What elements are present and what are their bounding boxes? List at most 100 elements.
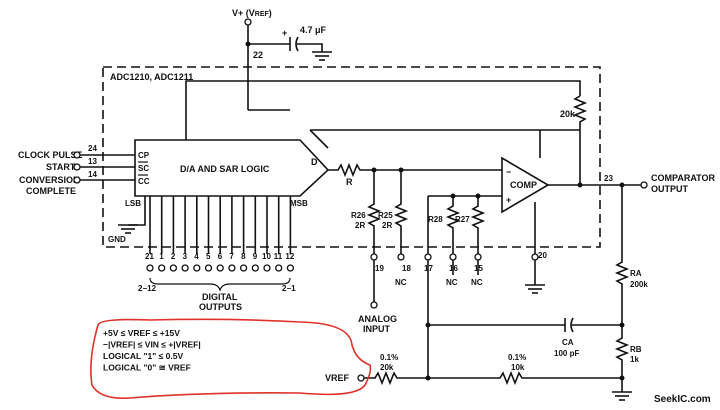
vref-label: VREF xyxy=(325,373,350,383)
supply-terminal xyxy=(244,18,252,26)
r25-value: 2R xyxy=(382,221,392,230)
ra-label: RA xyxy=(630,269,642,278)
comparator-plus: + xyxy=(506,195,511,205)
r26-resistor xyxy=(366,170,382,254)
supply-label: V+ (VREF) xyxy=(232,8,272,18)
feedback-resistor xyxy=(572,95,588,130)
supply-cap-plus: + xyxy=(282,28,287,38)
bit-pin-number: 21 xyxy=(145,252,154,261)
bit-low-label: 2−12 xyxy=(138,284,157,293)
bit-pin-terminal xyxy=(228,264,236,272)
r25-label: R25 xyxy=(378,211,393,220)
supply-pin-number: 22 xyxy=(253,50,263,60)
ca-value: 100 pF xyxy=(554,349,579,358)
r-resistor xyxy=(328,162,500,178)
ra-value: 200k xyxy=(630,280,648,289)
vref-terminal xyxy=(357,374,365,382)
comparator-output-label: COMPARATOR xyxy=(651,173,715,183)
bit-pin-number: 3 xyxy=(183,252,188,261)
watermark: SeekIC.com xyxy=(654,394,711,405)
bit-pin-terminal xyxy=(251,264,259,272)
bit-pin-terminal xyxy=(193,264,201,272)
supply-cap-value: 4.7 μF xyxy=(300,25,327,35)
rb-label: RB xyxy=(630,345,642,354)
r26-label: R26 xyxy=(351,211,366,220)
bit-pin-terminal xyxy=(263,264,271,272)
bit-pin-number: 7 xyxy=(229,252,234,261)
conditions-highlight xyxy=(90,318,372,400)
supply-cap-lead-2 xyxy=(297,43,323,52)
r-label: R xyxy=(346,177,353,187)
digital-outputs-label: DIGITAL xyxy=(202,292,238,302)
pin-18: 18 xyxy=(402,264,411,273)
svg-text:SC: SC xyxy=(138,164,149,173)
comparator-minus: − xyxy=(506,167,511,177)
bit-pin-terminal xyxy=(275,264,283,272)
svg-text:CONVERSION: CONVERSION xyxy=(19,175,80,185)
bit-pin-number: 1 xyxy=(159,252,164,261)
chip-boundary xyxy=(102,66,601,248)
chip-label: ADC1210, ADC1211 xyxy=(110,72,193,82)
bit-pin-terminal xyxy=(158,264,166,272)
msb-label: MSB xyxy=(290,199,308,208)
svg-text:CP: CP xyxy=(138,151,150,160)
dac-sar-block xyxy=(134,139,330,197)
svg-text:24: 24 xyxy=(88,144,97,153)
comparator-output-label-2: OUTPUT xyxy=(651,184,689,194)
pin-19: 19 xyxy=(375,264,384,273)
svg-text:COMPLETE: COMPLETE xyxy=(26,186,76,196)
pin-20: 20 xyxy=(538,251,547,260)
lsb-label: LSB xyxy=(125,199,141,208)
bit-pin-terminal xyxy=(216,264,224,272)
svg-text:START: START xyxy=(46,162,76,172)
comparator-label: COMP xyxy=(510,180,537,190)
svg-text:CLOCK PULSE: CLOCK PULSE xyxy=(18,150,83,160)
bit-pin-number: 2 xyxy=(171,252,176,261)
nc-15: NC xyxy=(471,278,483,287)
analog-input-label-2: INPUT xyxy=(363,324,391,334)
bit-pin-number: 6 xyxy=(218,252,223,261)
bit-pin-terminal xyxy=(181,264,189,272)
rb-resistor xyxy=(614,325,630,392)
vref-res-value: 20k xyxy=(380,363,394,372)
bit-pin-terminal xyxy=(169,264,178,272)
bit-pin-terminal xyxy=(286,264,295,272)
bit-high-label: 2−1 xyxy=(282,284,296,293)
bit-pin-number: 8 xyxy=(241,252,246,261)
r26-value: 2R xyxy=(355,221,365,230)
feedback-resistor-value: 20k xyxy=(560,109,576,119)
vref-resistors xyxy=(364,370,622,386)
ra-resistor xyxy=(614,185,630,325)
nc-18: NC xyxy=(395,278,407,287)
bit-pin-number: 11 xyxy=(274,252,283,261)
bit-pin-terminal xyxy=(146,264,154,272)
comparator xyxy=(501,156,550,214)
vref-res-tol: 0.1% xyxy=(380,353,398,362)
bit-pin-number: 4 xyxy=(194,252,199,261)
digital-outputs-label-2: OUTPUTS xyxy=(199,302,242,312)
ca-label: CA xyxy=(562,338,574,347)
condition-line: LOGICAL "0" ≅ VREF xyxy=(103,363,191,373)
d-output-label: D xyxy=(311,157,318,167)
gnd-label: GND xyxy=(108,235,126,244)
bit-pin-number: 9 xyxy=(253,252,258,261)
condition-line: −|VREF| ≤ VIN ≤ +|VREF| xyxy=(103,340,201,350)
r25-resistor xyxy=(393,170,409,254)
bit-pin-number: 12 xyxy=(285,252,294,261)
bit-pin-terminal xyxy=(239,264,248,272)
top-bus-wire xyxy=(185,80,581,140)
rb-value: 1k xyxy=(630,355,639,364)
control-inputs: CLOCK PULSE START CONVERSION COMPLETE 24… xyxy=(18,144,150,196)
r27-resistor xyxy=(470,196,486,254)
pin-23: 23 xyxy=(604,174,613,183)
analog-input-label: ANALOG xyxy=(358,314,397,324)
svg-text:CC: CC xyxy=(138,177,150,186)
bit-pin-number: 10 xyxy=(262,252,271,261)
outputs-brace xyxy=(149,277,291,292)
svg-text:14: 14 xyxy=(88,170,97,179)
dac-sar-label: D/A AND SAR LOGIC xyxy=(180,164,270,174)
fb-res-value: 10k xyxy=(511,363,525,372)
r27-label: R27 xyxy=(455,215,470,224)
